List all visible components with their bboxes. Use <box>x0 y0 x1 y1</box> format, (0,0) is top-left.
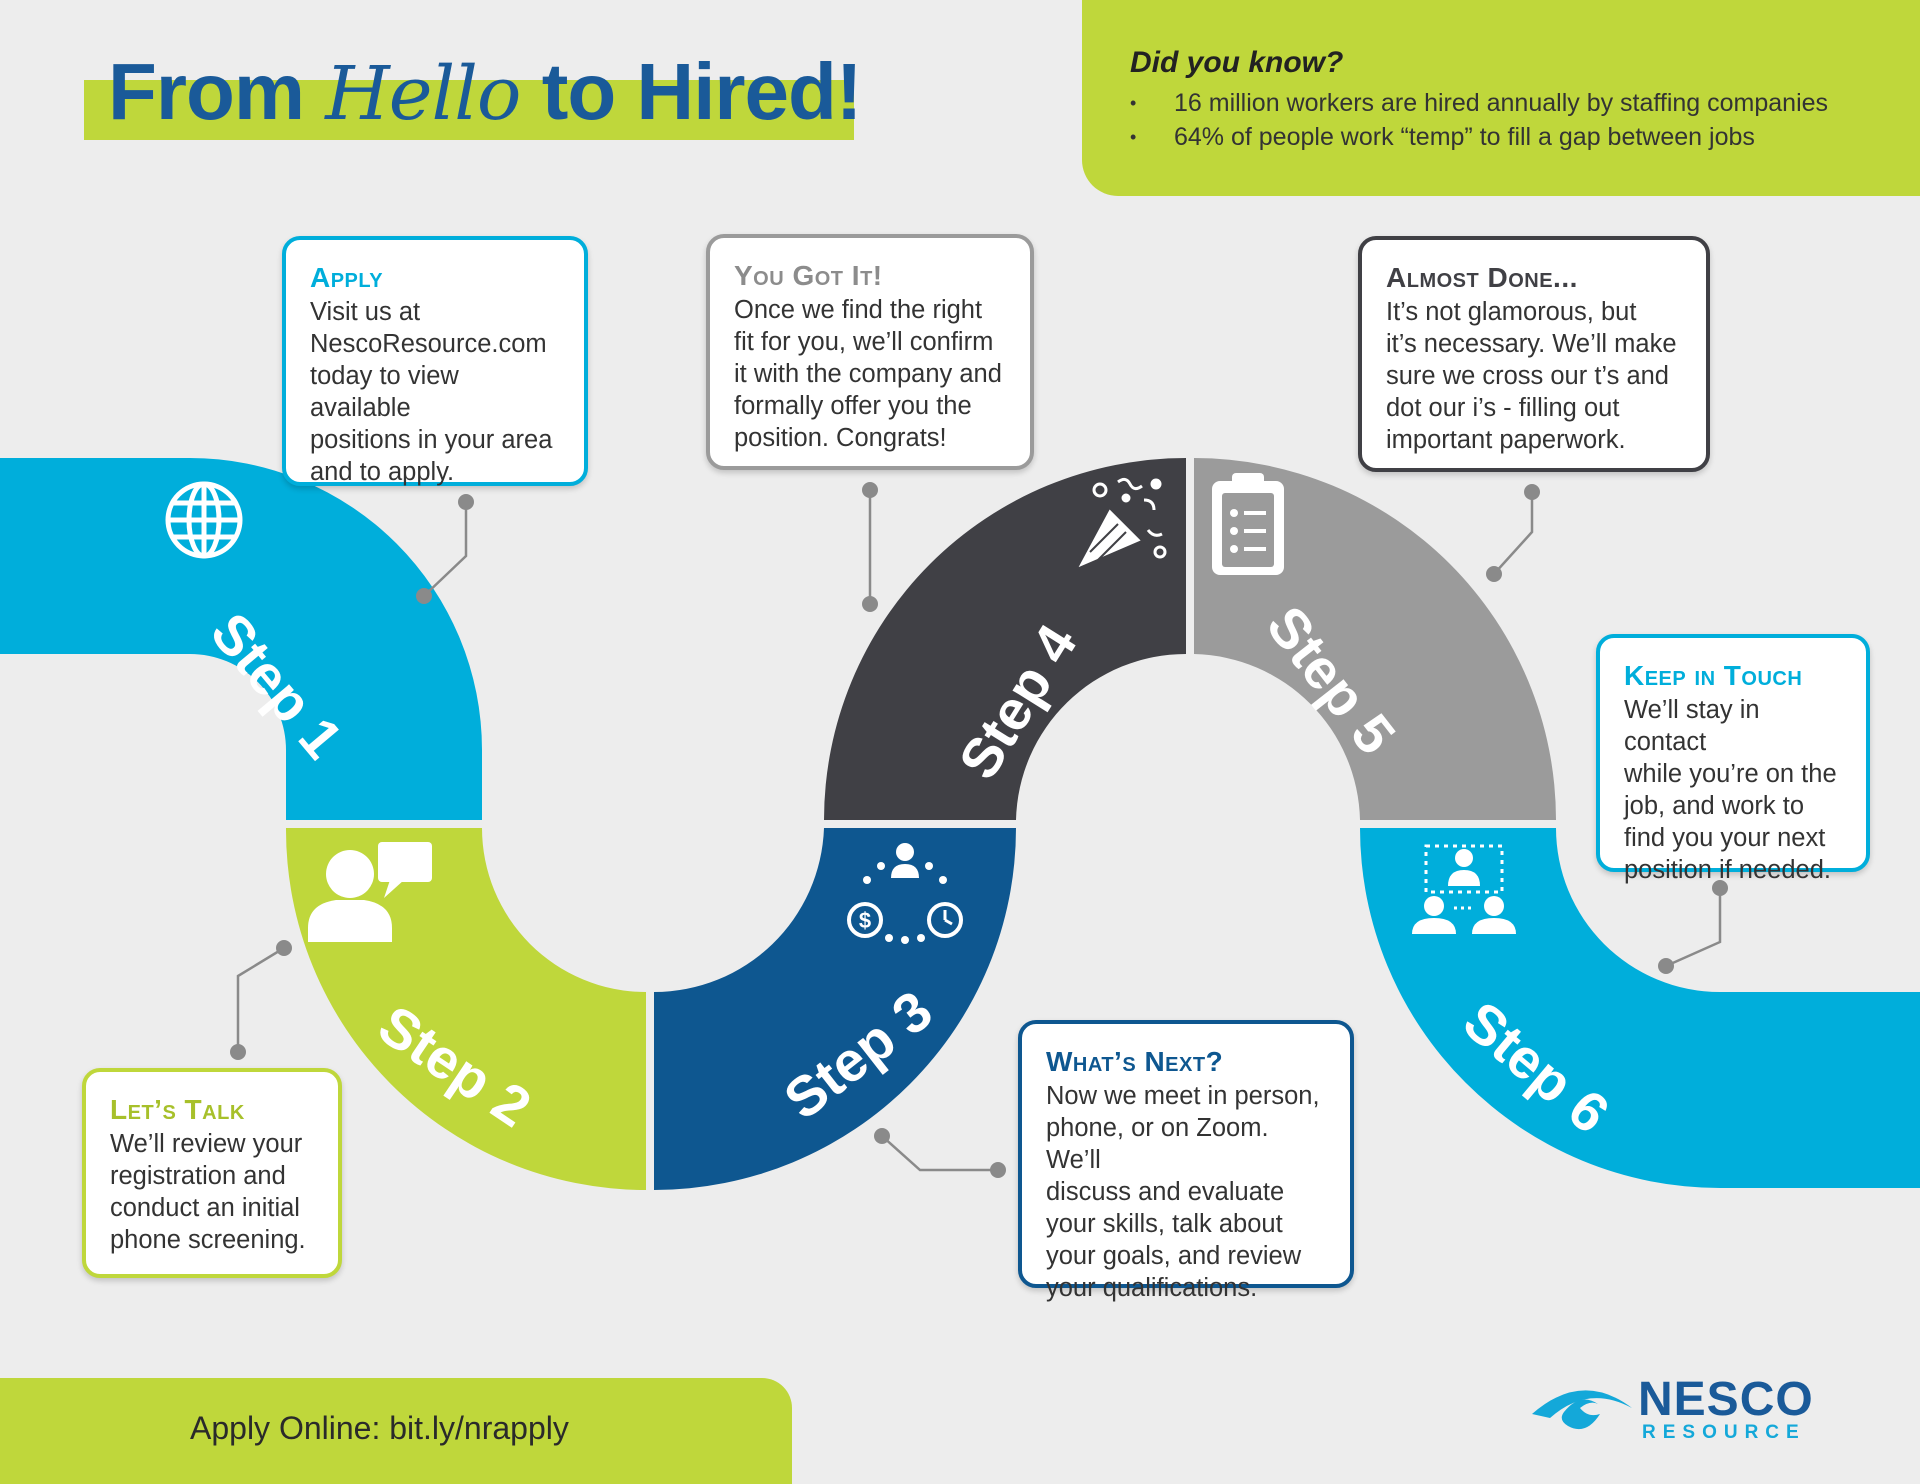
step-4-line: Once we find the right <box>734 296 983 324</box>
step-5-line: It’s not glamorous, but <box>1386 298 1637 326</box>
interview-cycle-icon: $ <box>847 843 963 944</box>
step-1-line: today to view available <box>310 362 459 422</box>
step-4-line: position. Congrats! <box>734 424 947 452</box>
step-5-line: it’s necessary. We’ll make <box>1386 330 1677 358</box>
step-3-card: What’s Next? Now we meet in person, phon… <box>1018 1020 1354 1302</box>
did-you-know-bullet: 64% of people work “temp” to fill a gap … <box>1130 120 1920 154</box>
party-popper-icon <box>1078 477 1167 568</box>
step-3-segment <box>654 828 1016 1190</box>
step-4-line: fit for you, we’ll confirm <box>734 328 994 356</box>
clipboard-icon <box>1212 473 1284 575</box>
step-3-line: your qualifications. <box>1046 1274 1258 1302</box>
apply-online-link[interactable]: Apply Online: bit.ly/nrapply <box>190 1410 569 1446</box>
step-4-text: Once we find the right fit for you, we’l… <box>734 294 1008 454</box>
step-3-line: Now we meet in person, <box>1046 1082 1320 1110</box>
step-2-line: We’ll review your <box>110 1130 303 1158</box>
step-4-line: formally offer you the <box>734 392 972 420</box>
nesco-logo: NESCO RESOURCE <box>1528 1372 1848 1452</box>
logo-subtitle: RESOURCE <box>1642 1422 1806 1443</box>
step-5-line: dot our i’s - filling out <box>1386 394 1620 422</box>
step-1-text: Visit us at NescoResource.com today to v… <box>310 296 562 488</box>
step-3-line: phone, or on Zoom. We’ll <box>1046 1114 1269 1174</box>
step-1-line: Visit us at <box>310 298 421 326</box>
step-3-line: your skills, talk about <box>1046 1210 1283 1238</box>
connector-dot <box>1658 958 1674 974</box>
step-1-line: and to apply. <box>310 458 455 486</box>
step-6-card: Keep in Touch We’ll stay in contact whil… <box>1596 634 1870 884</box>
did-you-know-heading: Did you know? <box>1130 46 1344 79</box>
step-5-text: It’s not glamorous, but it’s necessary. … <box>1386 296 1684 456</box>
step-5-line: sure we cross our t’s and <box>1386 362 1669 390</box>
apply-online-bar: Apply Online: bit.ly/nrapply <box>0 1378 792 1484</box>
did-you-know-list: 16 million workers are hired annually by… <box>1130 86 1920 154</box>
step-1-card: Apply Visit us at NescoResource.com toda… <box>282 236 588 486</box>
step-2-card: Let’s Talk We’ll review your registratio… <box>82 1068 342 1278</box>
connector-dot <box>276 940 292 956</box>
step-4-line: it with the company and <box>734 360 1002 388</box>
step-6-line: find you your next <box>1624 824 1826 852</box>
title-from: From <box>108 47 305 136</box>
connector-dot <box>990 1162 1006 1178</box>
did-you-know-bullet: 16 million workers are hired annually by… <box>1130 86 1920 120</box>
step-6-line: We’ll stay in contact <box>1624 696 1760 756</box>
step-1-line: positions in your area <box>310 426 553 454</box>
connector-dot <box>1486 566 1502 582</box>
step-2-title: Let’s Talk <box>110 1094 245 1125</box>
step-6-line: while you’re on the <box>1624 760 1837 788</box>
step-4-card: You Got It! Once we find the right fit f… <box>706 234 1034 470</box>
step-4-title: You Got It! <box>734 260 883 291</box>
step-6-line: position if needed. <box>1624 856 1831 884</box>
step-5-card: Almost Done... It’s not glamorous, but i… <box>1358 236 1710 472</box>
connector-dot <box>874 1128 890 1144</box>
title-highlight-band <box>84 80 854 140</box>
step-1-line: NescoResource.com <box>310 330 547 358</box>
step-1-segment <box>0 458 482 820</box>
step-6-line: job, and work to <box>1624 792 1805 820</box>
step-5-line: important paperwork. <box>1386 426 1626 454</box>
did-you-know-panel: Did you know? 16 million workers are hir… <box>1082 0 1920 196</box>
page-title: From Hello to Hired! <box>84 40 863 152</box>
title-to-hired: to Hired! <box>541 47 863 136</box>
step-3-text: Now we meet in person, phone, or on Zoom… <box>1046 1080 1328 1304</box>
step-6-text: We’ll stay in contact while you’re on th… <box>1624 694 1844 886</box>
step-5-title: Almost Done... <box>1386 262 1578 293</box>
globe-icon <box>165 481 243 559</box>
connector-dot <box>862 482 878 498</box>
connector-step-3 <box>881 1135 998 1172</box>
step-2-line: registration and <box>110 1162 286 1190</box>
title-hello-script: Hello <box>325 51 521 137</box>
connector-dot <box>1524 484 1540 500</box>
connector-dot <box>230 1044 246 1060</box>
connector-step-6 <box>1665 888 1722 968</box>
step-3-line: discuss and evaluate <box>1046 1178 1285 1206</box>
connector-step-1 <box>423 502 468 597</box>
step-5-segment <box>1194 458 1556 820</box>
step-3-line: your goals, and review <box>1046 1242 1302 1270</box>
step-2-text: We’ll review your registration and condu… <box>110 1128 316 1256</box>
svg-text:$: $ <box>859 908 871 933</box>
eye-wave-icon <box>1532 1390 1632 1430</box>
connector-dot <box>1712 880 1728 896</box>
connector-dot <box>862 596 878 612</box>
step-6-segment <box>1360 828 1920 1188</box>
chat-person-icon <box>308 842 432 942</box>
logo-name: NESCO <box>1638 1373 1814 1426</box>
step-3-title: What’s Next? <box>1046 1046 1224 1077</box>
step-1-title: Apply <box>310 262 384 293</box>
connector-dot <box>416 588 432 604</box>
connector-step-2 <box>236 946 285 1052</box>
step-6-title: Keep in Touch <box>1624 660 1803 691</box>
step-2-line: conduct an initial <box>110 1194 300 1222</box>
connector-step-5 <box>1493 492 1534 575</box>
step-2-line: phone screening. <box>110 1226 306 1254</box>
connector-dot <box>458 494 474 510</box>
team-network-icon <box>1412 844 1516 934</box>
